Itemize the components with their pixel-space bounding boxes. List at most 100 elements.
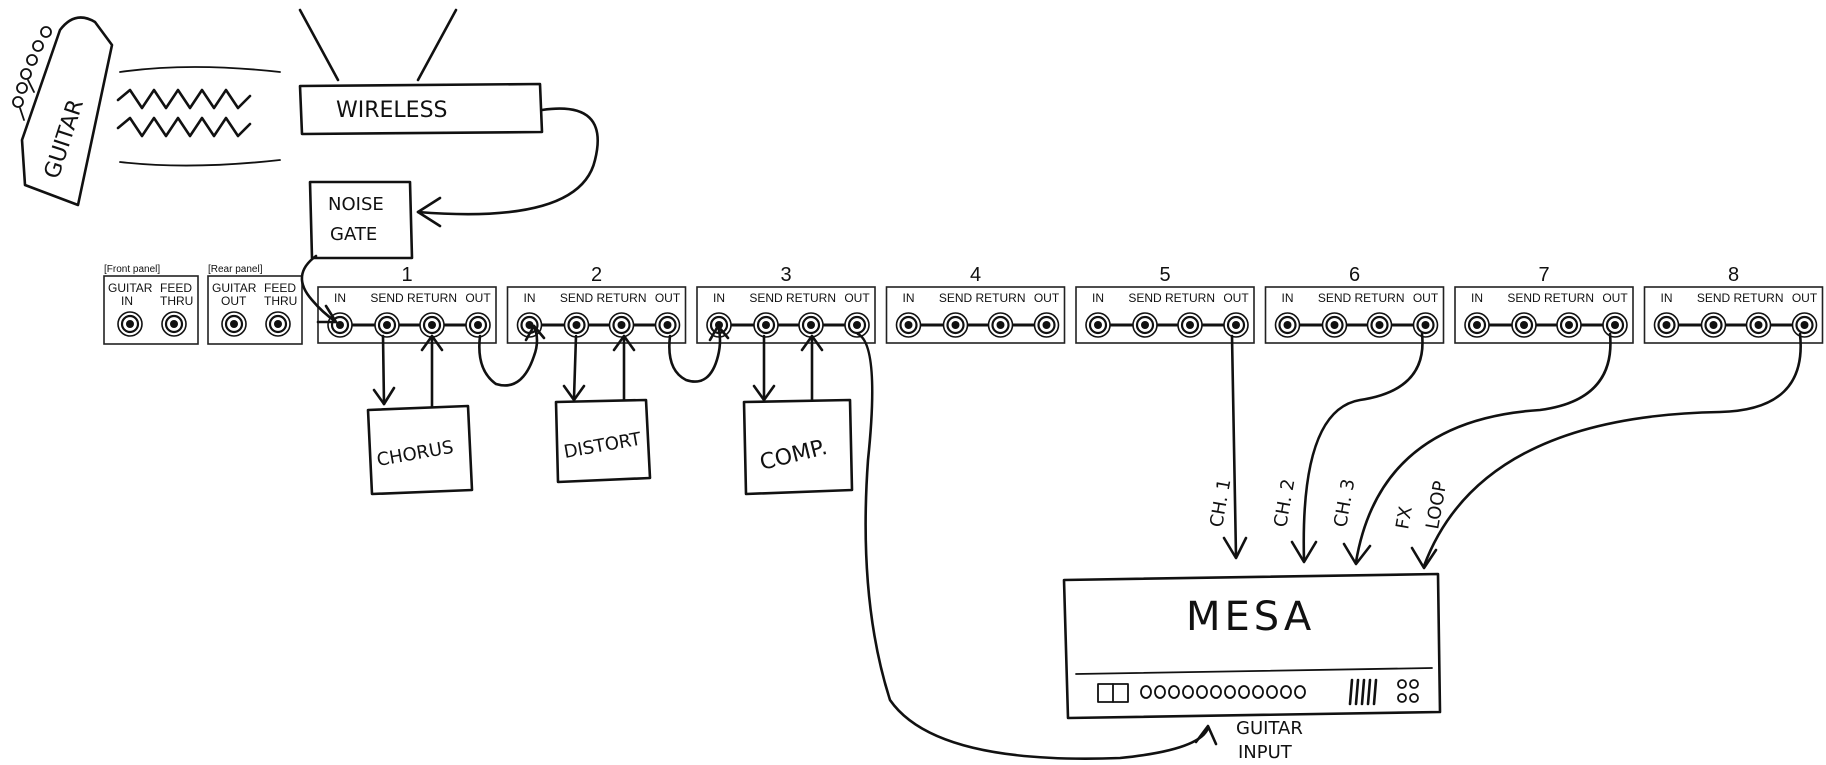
loop-number: 1 [401, 264, 412, 286]
jack-label: SEND [939, 291, 973, 305]
jack-socket [465, 312, 491, 338]
jack-label: RETURN [1544, 291, 1594, 305]
cables-loop1 [372, 324, 546, 408]
jack-socket [753, 312, 779, 338]
jack-label: RETURN [407, 291, 457, 305]
jack-socket [563, 312, 590, 338]
jack-label: IN [334, 291, 346, 305]
ch2-label: CH. 2 [1270, 477, 1299, 529]
comp-pedal: COMP. [742, 398, 854, 496]
jack-label: OUT [1223, 291, 1249, 305]
jack-front-guitar-in [117, 311, 143, 337]
jack-label: OUT [655, 291, 681, 305]
jack-label: OUT [1792, 291, 1818, 305]
jack-socket [1321, 312, 1348, 338]
jack-label: SEND [1318, 291, 1352, 305]
jack-label: RETURN [1355, 291, 1405, 305]
jack-rear-guitar-out [221, 311, 247, 337]
jack-label: OUT [465, 291, 491, 305]
distort-label: DISTORT [562, 429, 643, 463]
jack-socket [1132, 312, 1158, 338]
jack-socket [1366, 312, 1393, 338]
tuning-pegs [12, 26, 52, 121]
jack-label: RETURN [976, 291, 1026, 305]
rear-panel: [Rear panel] GUITAR FEED OUT THRU [207, 264, 303, 345]
noise-gate: NOISE GATE [308, 180, 414, 260]
jack-socket [844, 312, 870, 338]
jack-label: RETURN [1734, 291, 1784, 305]
loop-number: 2 [591, 264, 602, 286]
jack-label: OUT [1413, 291, 1439, 305]
jack-socket [608, 312, 635, 338]
noise-gate-label-line1: NOISE [328, 194, 384, 215]
jack-socket [1223, 312, 1249, 338]
jack-label: IN [1661, 291, 1673, 305]
jack-label: RETURN [786, 291, 836, 305]
chorus-pedal: CHORUS [366, 404, 474, 496]
jack-label: IN [903, 291, 915, 305]
wireless-signal-waves [116, 66, 281, 167]
jack-socket [1556, 312, 1582, 338]
loop-number: 4 [970, 264, 981, 286]
jack-label: OUT [1602, 291, 1628, 305]
amp-input-labels: CH. 1 CH. 2 CH. 3 FX LOOP [1206, 477, 1451, 531]
amp-label: MESA [1186, 594, 1315, 640]
jack-socket [895, 312, 922, 338]
guitar-input-line1: GUITAR [1236, 718, 1303, 739]
loop-number: 7 [1538, 264, 1549, 286]
jack-label: SEND [1128, 291, 1162, 305]
cables-loop3 [752, 332, 1218, 760]
rear-panel-label-out: OUT [221, 294, 247, 308]
chorus-label: CHORUS [375, 437, 455, 471]
ch1-label: CH. 1 [1206, 477, 1235, 529]
jack-rear-feed-thru [265, 311, 291, 337]
jack-label: IN [1092, 291, 1104, 305]
jack-label: OUT [1034, 291, 1060, 305]
front-panel-label-thru: THRU [160, 294, 193, 308]
jack-socket [942, 312, 969, 338]
ch3-label: CH. 3 [1330, 477, 1359, 529]
amp-front-controls [1097, 678, 1419, 706]
cable-wireless-to-gate [416, 107, 600, 216]
jack-label: SEND [560, 291, 594, 305]
jack-socket [1791, 312, 1818, 338]
cables-amp-inputs [1222, 332, 1802, 570]
jack-socket [1602, 312, 1628, 338]
guitar-headstock: GUITAR [12, 16, 114, 207]
loop-number: 5 [1159, 264, 1170, 286]
wireless-label: WIRELESS [336, 98, 448, 123]
jack-socket [1511, 312, 1537, 338]
jack-label: SEND [370, 291, 404, 305]
jack-socket [419, 312, 445, 338]
rear-panel-label-thru: THRU [264, 294, 297, 308]
wireless-receiver: WIRELESS [298, 8, 544, 136]
mesa-amp: MESA [1062, 572, 1442, 720]
front-panel-label-in: IN [121, 294, 133, 308]
jack-socket [1700, 312, 1727, 338]
fx-label: FX [1392, 505, 1417, 531]
jack-label: SEND [1507, 291, 1541, 305]
rear-panel-label-guitar: GUITAR [212, 281, 257, 295]
distort-pedal: DISTORT [554, 398, 652, 484]
jack-socket [1412, 312, 1439, 338]
jack-label: OUT [844, 291, 870, 305]
loop-number: 3 [780, 264, 791, 286]
comp-label: COMP. [757, 435, 830, 476]
guitar-input-label: GUITAR INPUT [1236, 718, 1303, 763]
rear-panel-label-feed: FEED [264, 281, 296, 295]
jack-label: IN [713, 291, 725, 305]
jack-label: SEND [749, 291, 783, 305]
front-panel-label-feed: FEED [160, 281, 192, 295]
jack-socket [1033, 312, 1060, 338]
jack-label: IN [1282, 291, 1294, 305]
front-panel-caption: [Front panel] [104, 264, 160, 275]
jack-label: RETURN [1165, 291, 1215, 305]
rear-panel-caption: [Rear panel] [208, 264, 263, 275]
front-panel-label-guitar: GUITAR [108, 281, 153, 295]
